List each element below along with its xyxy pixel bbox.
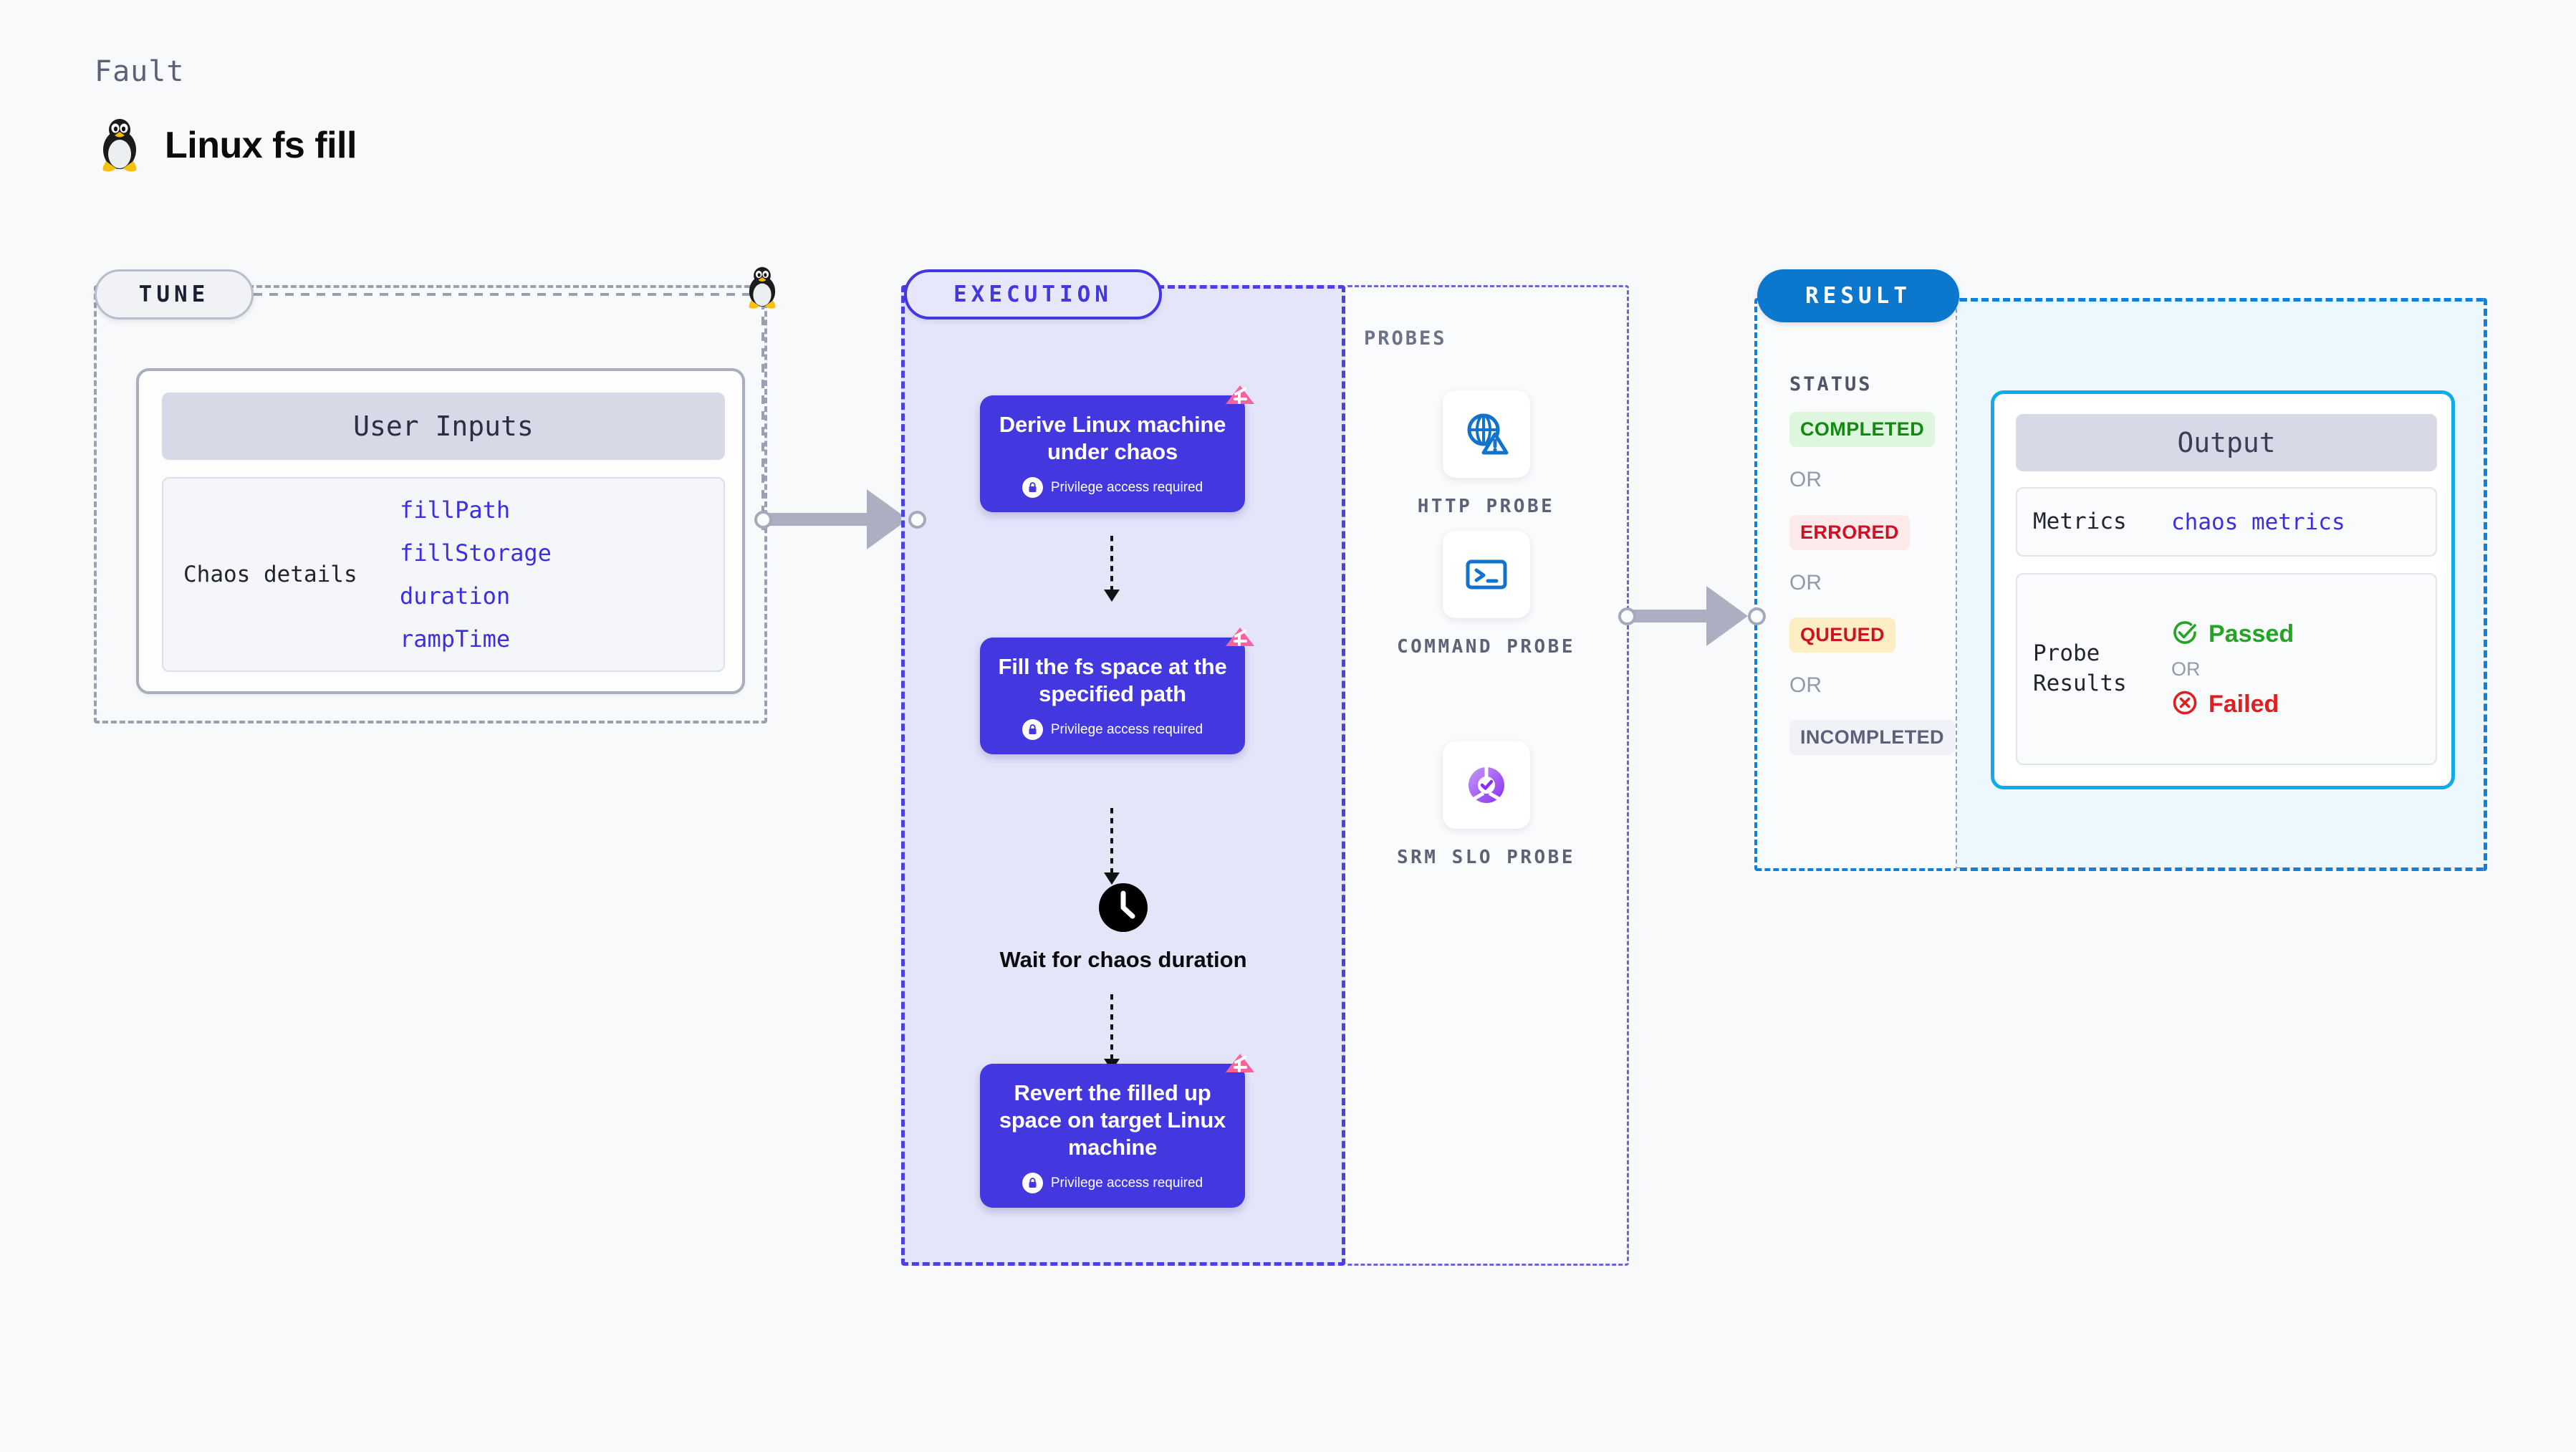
execution-step-card[interactable]: Fill the fs space at the specified path … (980, 628, 1254, 755)
tune-section-boundary (94, 285, 767, 723)
privilege-note-text: Privilege access required (1050, 721, 1203, 737)
chaos-badge-icon (1224, 625, 1256, 661)
status-or-1: OR (1789, 468, 1822, 491)
x-circle-icon (2171, 689, 2198, 720)
lock-icon (1022, 477, 1043, 499)
page-title-row: Linux fs fill (97, 118, 357, 173)
flow-arrow-head (1104, 872, 1120, 885)
connector-bar (1633, 610, 1712, 622)
metrics-value[interactable]: chaos metrics (2171, 509, 2345, 535)
probe-results-values: Passed OR Failed (2171, 619, 2294, 720)
probe-result-failed: Failed (2171, 689, 2294, 720)
privilege-note-text: Privilege access required (1050, 1175, 1203, 1191)
flow-arrow (1104, 808, 1120, 885)
user-inputs-card: User Inputs Chaos details fillPath fillS… (136, 368, 745, 694)
connector-execution-to-result (1618, 586, 1766, 646)
flow-arrow-line (1110, 994, 1113, 1059)
tux-vertical-dashed-line (761, 301, 764, 534)
execution-step-card[interactable]: Revert the filled up space on target Lin… (980, 1054, 1254, 1208)
connector-bar (769, 513, 873, 526)
flow-arrow-line (1110, 536, 1113, 590)
chaos-badge-icon (1224, 1051, 1256, 1087)
probe-http-label: HTTP PROBE (1417, 496, 1555, 517)
status-title: STATUS (1789, 373, 1873, 395)
execution-step-title: Fill the fs space at the specified path (998, 654, 1227, 707)
clock-icon (1098, 883, 1148, 936)
probe-result-passed-label: Passed (2209, 620, 2294, 648)
status-or-3: OR (1789, 673, 1822, 697)
slo-donut-check-icon (1442, 741, 1530, 829)
chaos-details-label: Chaos details (183, 562, 357, 587)
output-header: Output (2016, 414, 2437, 471)
probes-section-boundary: PROBES HTTP PROBE (1345, 285, 1629, 1266)
lock-icon (1022, 719, 1043, 741)
metrics-label: Metrics (2033, 508, 2127, 534)
chaos-details-params: fillPath fillStorage duration rampTime (400, 496, 552, 653)
param-fillpath[interactable]: fillPath (400, 496, 511, 524)
probe-srm-slo[interactable]: SRM SLO PROBE (1345, 741, 1627, 870)
flow-arrow (1104, 994, 1120, 1071)
probe-result-passed: Passed (2171, 619, 2294, 650)
param-fillstorage[interactable]: fillStorage (400, 539, 552, 567)
connector-tune-to-execution (754, 489, 926, 549)
connector-arrowhead (1706, 586, 1748, 646)
status-badge-queued: QUEUED (1789, 617, 1895, 653)
output-probe-results-row: Probe Results Passed OR (2016, 573, 2437, 765)
connector-start-dot (754, 510, 772, 529)
globe-warning-icon (1442, 390, 1530, 478)
param-ramptime[interactable]: rampTime (400, 625, 511, 653)
execution-step-card[interactable]: Derive Linux machine under chaos Privile… (980, 385, 1254, 513)
status-badge-incompleted: INCOMPLETED (1789, 720, 1955, 755)
result-status-boundary: STATUS COMPLETED OR ERRORED OR QUEUED OR… (1754, 298, 1957, 871)
privilege-note: Privilege access required (997, 1173, 1228, 1194)
probe-result-failed-label: Failed (2209, 690, 2279, 718)
tune-to-tux-dashed-line (254, 293, 764, 296)
terminal-icon (1442, 531, 1530, 618)
status-badge-completed: COMPLETED (1789, 412, 1936, 447)
page-kicker: Fault (95, 55, 185, 88)
probe-result-or: OR (2171, 658, 2201, 680)
output-card: Output Metrics chaos metrics Probe Resul… (1991, 390, 2455, 789)
page-title: Linux fs fill (165, 125, 357, 166)
output-metrics-row: Metrics chaos metrics (2016, 487, 2437, 557)
user-inputs-header: User Inputs (162, 393, 725, 460)
probe-http[interactable]: HTTP PROBE (1345, 390, 1627, 519)
result-section-pill[interactable]: RESULT (1757, 269, 1959, 322)
connector-end-dot (908, 510, 926, 529)
probe-command-label: COMMAND PROBE (1397, 636, 1575, 658)
connector-start-dot (1618, 607, 1636, 625)
flow-arrow-head (1104, 590, 1120, 602)
probe-command[interactable]: COMMAND PROBE (1345, 531, 1627, 660)
wait-for-duration-node: Wait for chaos duration (901, 883, 1345, 973)
linux-penguin-icon (97, 118, 142, 173)
wait-for-duration-label: Wait for chaos duration (999, 947, 1247, 972)
connector-end-dot (1748, 607, 1766, 625)
privilege-note: Privilege access required (997, 719, 1228, 741)
lock-icon (1022, 1173, 1043, 1194)
status-badge-errored: ERRORED (1789, 515, 1910, 550)
linux-penguin-marker-icon (737, 266, 787, 313)
execution-section-pill[interactable]: EXECUTION (904, 269, 1162, 319)
flow-arrow (1104, 536, 1120, 602)
privilege-note-text: Privilege access required (1050, 479, 1203, 495)
probes-title: PROBES (1364, 327, 1447, 350)
chaos-details-row: Chaos details fillPath fillStorage durat… (162, 477, 725, 672)
tune-section-pill[interactable]: TUNE (95, 269, 254, 319)
privilege-note: Privilege access required (997, 477, 1228, 499)
flow-arrow-line (1110, 808, 1113, 872)
chaos-badge-icon (1224, 383, 1256, 419)
execution-step-title: Revert the filled up space on target Lin… (999, 1080, 1226, 1160)
probe-srm-slo-label: SRM SLO PROBE (1397, 847, 1575, 868)
probe-results-label: Probe Results (2033, 640, 2127, 696)
execution-step-title: Derive Linux machine under chaos (999, 412, 1226, 465)
check-circle-icon (2171, 619, 2198, 650)
param-duration[interactable]: duration (400, 582, 511, 610)
status-or-2: OR (1789, 571, 1822, 595)
